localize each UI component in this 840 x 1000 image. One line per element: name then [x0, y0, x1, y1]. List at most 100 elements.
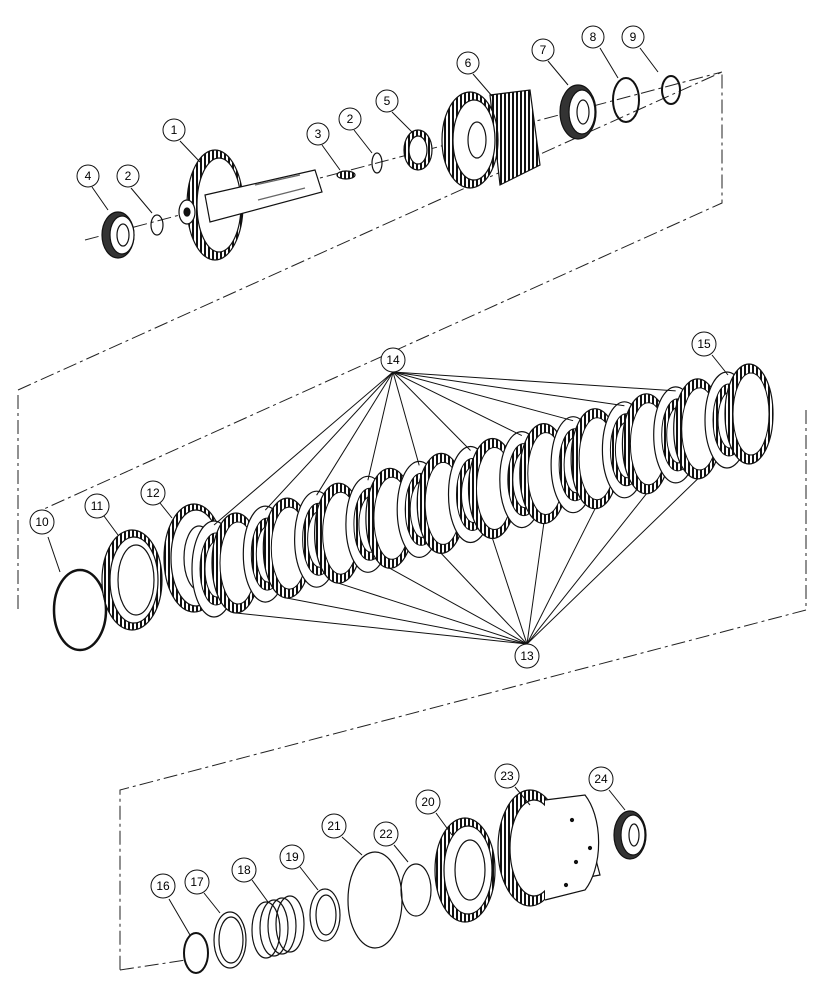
callout-11: 11: [84, 493, 110, 519]
svg-text:9: 9: [630, 30, 637, 44]
svg-text:4: 4: [85, 169, 92, 183]
callout-4: 4: [76, 164, 100, 188]
callout-10: 10: [29, 509, 55, 535]
part-17-ring: [213, 911, 247, 969]
svg-text:7: 7: [540, 43, 547, 57]
leader-13: [526, 523, 545, 645]
callout-17: 17: [184, 869, 210, 895]
svg-text:16: 16: [156, 879, 170, 893]
svg-text:12: 12: [146, 486, 160, 500]
bottom-assembly: [183, 789, 647, 974]
part-6-hub-gear: [441, 89, 541, 189]
part-8-snap-ring: [612, 77, 640, 123]
part-3-pin: [336, 170, 356, 180]
svg-text:13: 13: [520, 649, 534, 663]
svg-text:19: 19: [285, 850, 299, 864]
middle-section-boundary: [17, 395, 807, 970]
leader-14: [392, 371, 523, 437]
svg-text:5: 5: [384, 94, 391, 108]
leader-13: [492, 538, 528, 645]
svg-text:20: 20: [421, 795, 435, 809]
callout-6: 6: [456, 51, 480, 75]
part-1-shaft-gear: [178, 149, 323, 261]
svg-text:18: 18: [237, 863, 251, 877]
leader-13: [338, 582, 528, 645]
callout-21: 21: [321, 813, 347, 839]
leader-14: [316, 371, 394, 496]
leader-14: [392, 371, 420, 466]
part-2-ring-right: [371, 152, 383, 174]
svg-text:14: 14: [386, 353, 400, 367]
leader-14: [392, 371, 471, 451]
top-assembly: [101, 75, 681, 261]
part-2-ring-left: [150, 214, 164, 236]
callout-14: 14: [380, 347, 406, 373]
callout-16: 16: [150, 873, 176, 899]
leader-13: [526, 478, 699, 645]
callout-balloons: 1 2 2 3 4 5 6 7 8 9 10 11 12 13 14 15 16…: [29, 25, 717, 899]
callout-9: 9: [621, 25, 645, 49]
part-5-needle-bearing: [403, 129, 433, 171]
callout-8: 8: [581, 25, 605, 49]
leader-lines: [47, 47, 729, 936]
svg-text:2: 2: [125, 169, 132, 183]
svg-text:23: 23: [500, 769, 514, 783]
leader-14: [392, 371, 676, 392]
callout-2-right: 2: [338, 107, 362, 131]
callout-20: 20: [415, 789, 441, 815]
part-19-washer: [309, 888, 341, 942]
part-15-end-disc: [724, 363, 774, 465]
middle-assembly: [52, 363, 774, 652]
part-16-snap-ring: [183, 932, 209, 974]
leader-13: [287, 597, 528, 645]
leaders-part-13: [235, 478, 699, 645]
part-21-seal-ring: [347, 851, 403, 949]
svg-text:17: 17: [190, 875, 204, 889]
callout-1: 1: [162, 118, 186, 142]
part-24-bearing: [613, 810, 647, 860]
bottom-section-boundary: [119, 959, 187, 971]
top-section-boundary: [17, 71, 723, 514]
part-10-snap-ring: [52, 568, 108, 652]
svg-text:22: 22: [379, 827, 393, 841]
leader-13: [235, 612, 528, 645]
leader-14: [392, 371, 574, 422]
leader-13: [440, 553, 528, 645]
leader-14: [367, 371, 394, 481]
svg-text:1: 1: [171, 123, 178, 137]
part-23-clutch-drum: [497, 789, 601, 907]
callout-12: 12: [140, 480, 166, 506]
part-18-spring: [251, 895, 305, 959]
callout-23: 23: [494, 763, 520, 789]
clutch-plate-stack: [191, 363, 774, 618]
svg-text:15: 15: [697, 337, 711, 351]
leader-14: [264, 371, 394, 511]
part-4-bearing: [101, 211, 135, 259]
svg-text:3: 3: [315, 127, 322, 141]
callout-18: 18: [231, 857, 257, 883]
svg-text:24: 24: [594, 772, 608, 786]
leader-14: [392, 371, 625, 407]
callout-7: 7: [531, 38, 555, 62]
callout-24: 24: [588, 766, 614, 792]
callout-2-left: 2: [116, 164, 140, 188]
callout-22: 22: [373, 821, 399, 847]
leader-13: [526, 493, 647, 645]
callout-3: 3: [306, 122, 330, 146]
svg-text:2: 2: [347, 112, 354, 126]
svg-text:6: 6: [465, 56, 472, 70]
part-11-backing-plate: [101, 529, 163, 631]
svg-text:11: 11: [91, 499, 104, 513]
part-7-bearing: [559, 84, 597, 140]
callout-19: 19: [279, 844, 305, 870]
callout-5: 5: [375, 89, 399, 113]
part-20-piston: [434, 817, 496, 923]
callout-13: 13: [514, 643, 540, 669]
svg-text:8: 8: [590, 30, 597, 44]
leader-13: [389, 567, 528, 645]
part-22-seal-ring: [400, 863, 432, 917]
svg-text:21: 21: [327, 819, 341, 833]
leader-14: [213, 371, 394, 526]
leaders-part-14: [213, 371, 676, 526]
